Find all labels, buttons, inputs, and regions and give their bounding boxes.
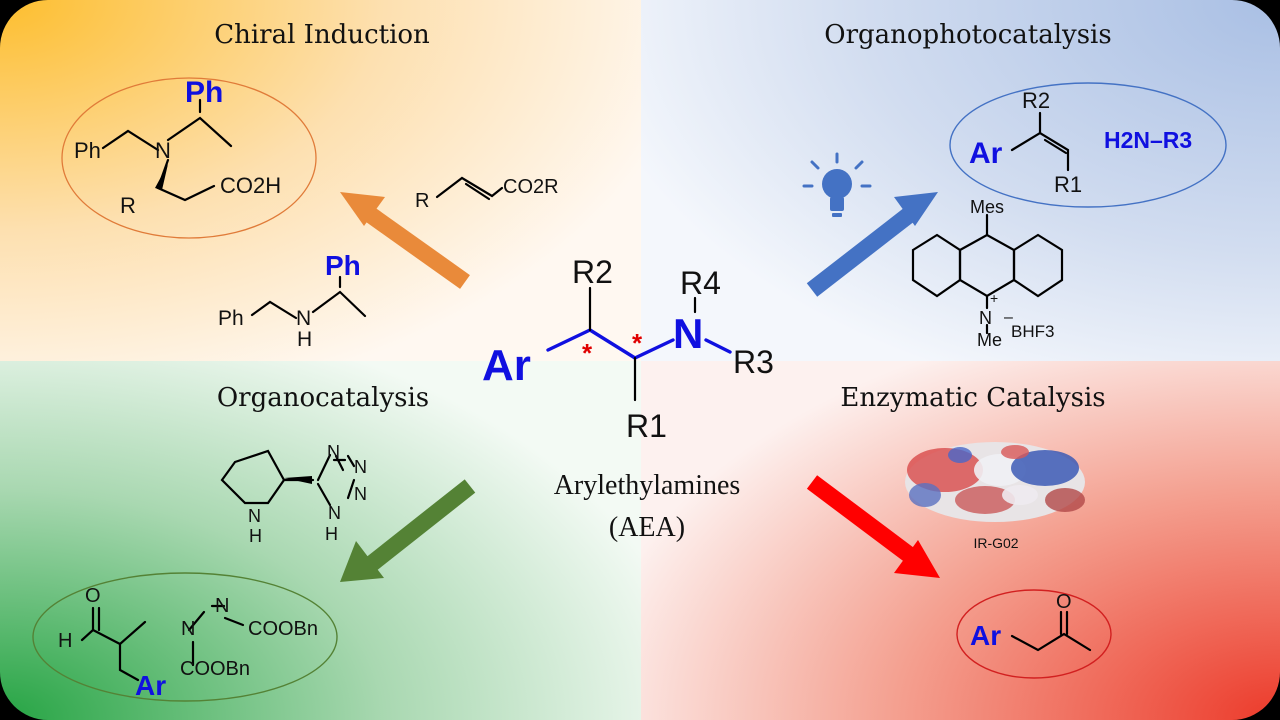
arylethylamine-core: Ar N R2 R4 R3 R1 * * bbox=[482, 254, 774, 444]
ketone-o: O bbox=[1056, 591, 1072, 613]
reagent-r: R bbox=[415, 190, 429, 212]
stereocenter-2: * bbox=[632, 328, 643, 358]
photocatalysis-products: Ar R2 R1 H2N–R3 bbox=[949, 82, 1227, 208]
acridinium-catalyst: Mes N + Me – BHF3 bbox=[911, 197, 1064, 350]
counterion: BHF3 bbox=[1011, 322, 1054, 341]
minus-charge: – bbox=[1004, 309, 1013, 326]
title-enzymatic-catalysis: Enzymatic Catalysis bbox=[840, 383, 1105, 413]
carboxylic-acid: CO2H bbox=[220, 173, 281, 198]
enzyme-label: IR-G02 bbox=[973, 535, 1018, 551]
arrow-to-chiral-induction bbox=[363, 206, 470, 289]
quadrant-enzymatic-catalysis bbox=[641, 361, 1280, 720]
center-ar: Ar bbox=[482, 341, 531, 390]
r-group: R bbox=[120, 193, 136, 218]
stereocenter-1: * bbox=[582, 338, 593, 368]
tetrazole-n3: N bbox=[354, 484, 367, 504]
center-r3: R3 bbox=[733, 344, 774, 380]
azo-n2: N bbox=[215, 595, 229, 617]
enzymatic-product: Ar O bbox=[956, 589, 1112, 679]
arrowhead-chiral-induction bbox=[340, 192, 385, 226]
title-organophotocatalysis: Organophotocatalysis bbox=[824, 20, 1111, 50]
lightbulb-icon bbox=[802, 152, 872, 217]
product-ellipse bbox=[956, 589, 1112, 679]
product-r1: R1 bbox=[1054, 172, 1082, 197]
products-ellipse bbox=[32, 572, 338, 702]
amine-product: H2N–R3 bbox=[1104, 127, 1192, 153]
chiral-auxiliary: Ph N H Ph bbox=[218, 250, 367, 351]
mes-label: Mes bbox=[970, 197, 1004, 217]
aea-name: Arylethylamines bbox=[554, 470, 741, 501]
product-ellipse bbox=[61, 77, 317, 239]
aux-n: N bbox=[296, 307, 311, 330]
amine-n: N bbox=[155, 138, 171, 163]
arrow-to-enzymatic-catalysis bbox=[806, 475, 918, 564]
tetrazole-catalyst: N H N N N N H bbox=[220, 442, 367, 546]
acridinium-n: N bbox=[979, 308, 992, 328]
chiral-induction-product: Ph N Ph R CO2H bbox=[61, 76, 317, 239]
tetrazole-h: H bbox=[325, 524, 338, 544]
quadrant-organophotocatalysis bbox=[641, 0, 1280, 361]
aux-ph-benzyl: Ph bbox=[218, 307, 244, 330]
aea-abbreviation: (AEA) bbox=[609, 512, 685, 543]
arrowhead-enzymatic-catalysis bbox=[894, 540, 940, 578]
organocatalysis-products: O H Ar N N COOBn COOBn bbox=[32, 572, 338, 702]
center-r4: R4 bbox=[680, 265, 721, 301]
center-r1: R1 bbox=[626, 408, 667, 444]
title-chiral-induction: Chiral Induction bbox=[214, 20, 430, 50]
acrylate-reagent: R CO2R bbox=[415, 176, 559, 212]
tetrazole-n1: N bbox=[327, 442, 340, 462]
aux-ph: Ph bbox=[325, 250, 361, 281]
arrowhead-organophotocatalysis bbox=[894, 192, 938, 226]
methyl-label: Me bbox=[977, 330, 1002, 350]
aux-h: H bbox=[297, 328, 312, 351]
product-r2: R2 bbox=[1022, 88, 1050, 113]
pyrrolidine-n: N bbox=[248, 506, 261, 526]
ketone-ar: Ar bbox=[970, 620, 1001, 651]
organo-ar: Ar bbox=[135, 670, 166, 701]
tetrazole-n2: N bbox=[354, 457, 367, 477]
coobn-1: COOBn bbox=[248, 618, 318, 640]
chiral-ph: Ph bbox=[185, 76, 223, 109]
benzyl-ph: Ph bbox=[74, 138, 101, 163]
quadrant-chiral-induction bbox=[0, 0, 641, 361]
tetrazole-n4: N bbox=[328, 503, 341, 523]
arrow-to-organocatalysis bbox=[364, 479, 476, 572]
title-organocatalysis: Organocatalysis bbox=[217, 383, 429, 413]
center-n: N bbox=[673, 310, 703, 357]
arrow-to-organophotocatalysis bbox=[806, 207, 916, 297]
azo-n1: N bbox=[181, 618, 195, 640]
pyrrolidine-h: H bbox=[249, 526, 262, 546]
coobn-2: COOBn bbox=[180, 658, 250, 680]
aldehyde-o: O bbox=[85, 585, 101, 607]
product-ar: Ar bbox=[969, 137, 1003, 170]
reagent-co2r: CO2R bbox=[503, 176, 559, 198]
products-ellipse bbox=[949, 82, 1227, 208]
quadrant-organocatalysis bbox=[0, 361, 641, 720]
plus-charge: + bbox=[990, 290, 998, 306]
enzyme-surface-image bbox=[905, 442, 1085, 522]
arrowhead-organocatalysis bbox=[340, 541, 384, 582]
center-r2: R2 bbox=[572, 254, 613, 290]
aldehyde-h: H bbox=[58, 630, 72, 652]
